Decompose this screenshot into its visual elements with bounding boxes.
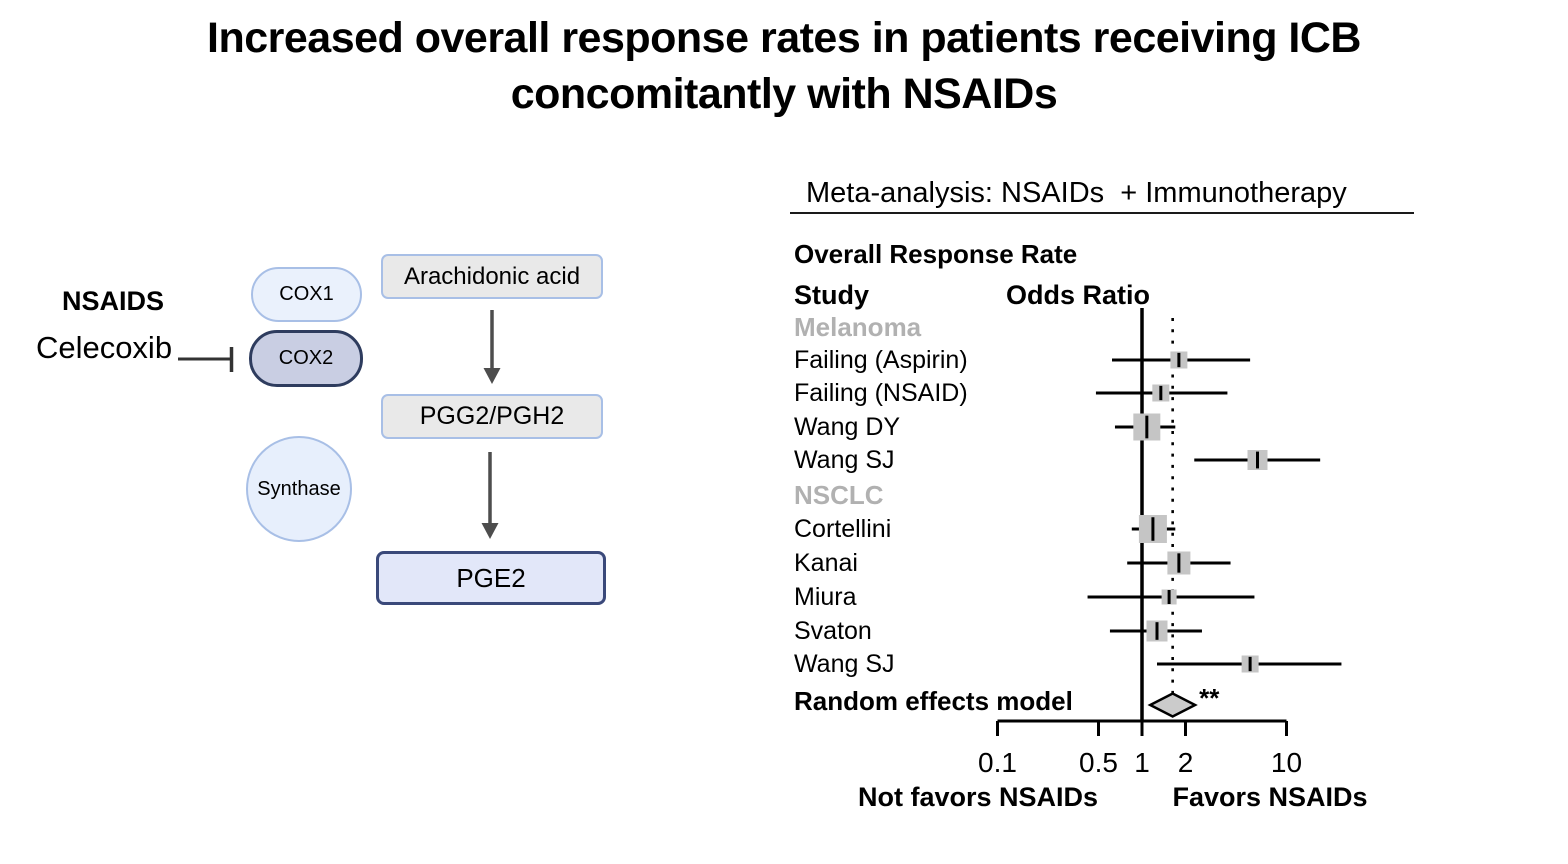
arachidonic-acid-label: Arachidonic acid <box>403 262 581 290</box>
meta-header-underline <box>790 212 1414 214</box>
figure-title: Increased overall response rates in pati… <box>0 10 1568 122</box>
row-label-svaton: Svaton <box>794 617 872 645</box>
row-label-failing-aspirin: Failing (Aspirin) <box>794 346 968 374</box>
row-label-wang-sj: Wang SJ <box>794 650 895 678</box>
arrow-1-head-icon <box>483 368 501 384</box>
row-label-random-effects-model: Random effects model <box>794 686 1073 716</box>
pooled-diamond <box>1147 692 1198 718</box>
x-axis-tick-label: 1 <box>1134 747 1150 778</box>
title-line-1: Increased overall response rates in pati… <box>207 14 1361 62</box>
pgg2-pgh2-label: PGG2/PGH2 <box>419 402 565 430</box>
cox1-label: COX1 <box>279 283 334 305</box>
x-axis-tick-label: 0.1 <box>978 747 1017 778</box>
row-label-nsclc: NSCLC <box>794 480 884 510</box>
row-label-cortellini: Cortellini <box>794 515 892 543</box>
synthase-label: Synthase <box>257 477 341 500</box>
column-header-study: Study <box>794 280 870 310</box>
x-axis-tick-label: 0.5 <box>1079 747 1118 778</box>
outcome-label: Overall Response Rate <box>794 239 1078 269</box>
column-header-odds-ratio: Odds Ratio <box>1006 280 1151 310</box>
row-label-miura: Miura <box>794 583 857 611</box>
pge2-label: PGE2 <box>456 562 526 593</box>
cox1-node: COX1 <box>251 267 362 322</box>
row-label-melanoma: Melanoma <box>794 312 922 342</box>
row-label-wang-sj: Wang SJ <box>794 446 895 474</box>
pgg2-pgh2-node: PGG2/PGH2 <box>381 394 603 439</box>
celecoxib-label: Celecoxib <box>35 330 173 365</box>
x-axis-tick-label: 2 <box>1178 747 1194 778</box>
arachidonic-acid-node: Arachidonic acid <box>381 254 603 299</box>
row-label-kanai: Kanai <box>794 549 858 577</box>
row-label-wang-dy: Wang DY <box>794 413 901 441</box>
x-axis-tick-label: 10 <box>1271 747 1302 778</box>
cox2-label: COX2 <box>278 347 334 369</box>
cox2-node: COX2 <box>249 330 363 387</box>
axis-note-left: Not favors NSAIDs <box>858 782 1098 812</box>
synthase-node: Synthase <box>246 436 352 542</box>
row-label-failing-nsaid: Failing (NSAID) <box>794 379 968 407</box>
pge2-node: PGE2 <box>376 551 606 605</box>
arrow-2-head-icon <box>481 523 499 539</box>
axis-note-right: Favors NSAIDs <box>1172 782 1367 812</box>
significance-marker: ** <box>1199 683 1220 713</box>
title-line-2: concomitantly with NSAIDs <box>510 70 1058 118</box>
meta-analysis-header: Meta-analysis: NSAIDs + Immunotherapy <box>806 177 1347 209</box>
pathway-connectors <box>178 310 501 539</box>
nsaids-label: NSAIDS <box>61 286 164 316</box>
